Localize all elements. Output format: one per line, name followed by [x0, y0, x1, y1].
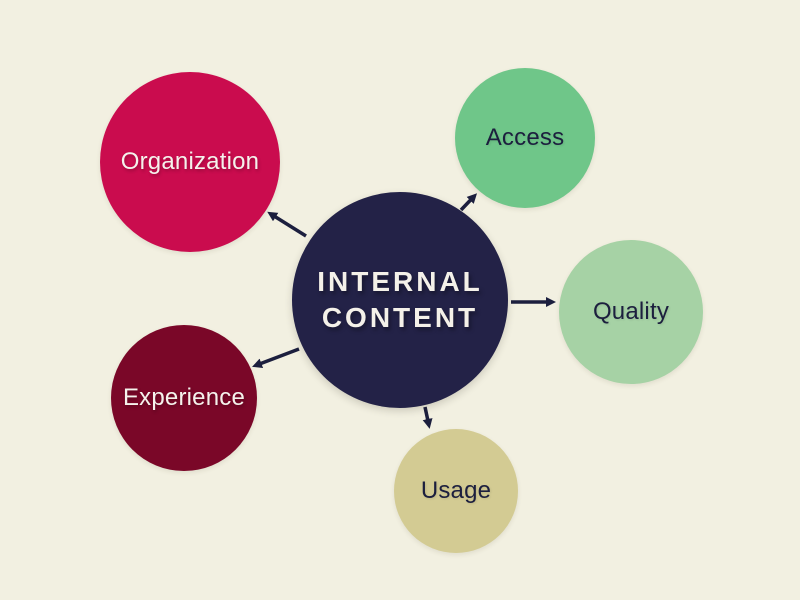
node-usage: Usage	[394, 429, 518, 553]
node-experience-label: Experience	[122, 384, 246, 411]
center-node-label: INTERNAL CONTENT	[317, 264, 483, 336]
node-quality-label: Quality	[592, 298, 670, 325]
node-usage-label: Usage	[420, 477, 492, 504]
center-node-label-line2: CONTENT	[321, 302, 479, 333]
node-access: Access	[455, 68, 595, 208]
node-organization-label: Organization	[120, 148, 260, 175]
node-internal-content: INTERNAL CONTENT	[292, 192, 508, 408]
node-quality: Quality	[559, 240, 703, 384]
node-experience: Experience	[111, 325, 257, 471]
arrow-to-organization	[267, 211, 307, 238]
center-node-label-line1: INTERNAL	[317, 266, 483, 298]
node-organization: Organization	[100, 72, 280, 252]
arrow-to-usage	[422, 406, 433, 429]
node-access-label: Access	[485, 124, 565, 151]
arrow-to-access	[459, 193, 478, 212]
arrow-to-experience	[252, 347, 300, 368]
